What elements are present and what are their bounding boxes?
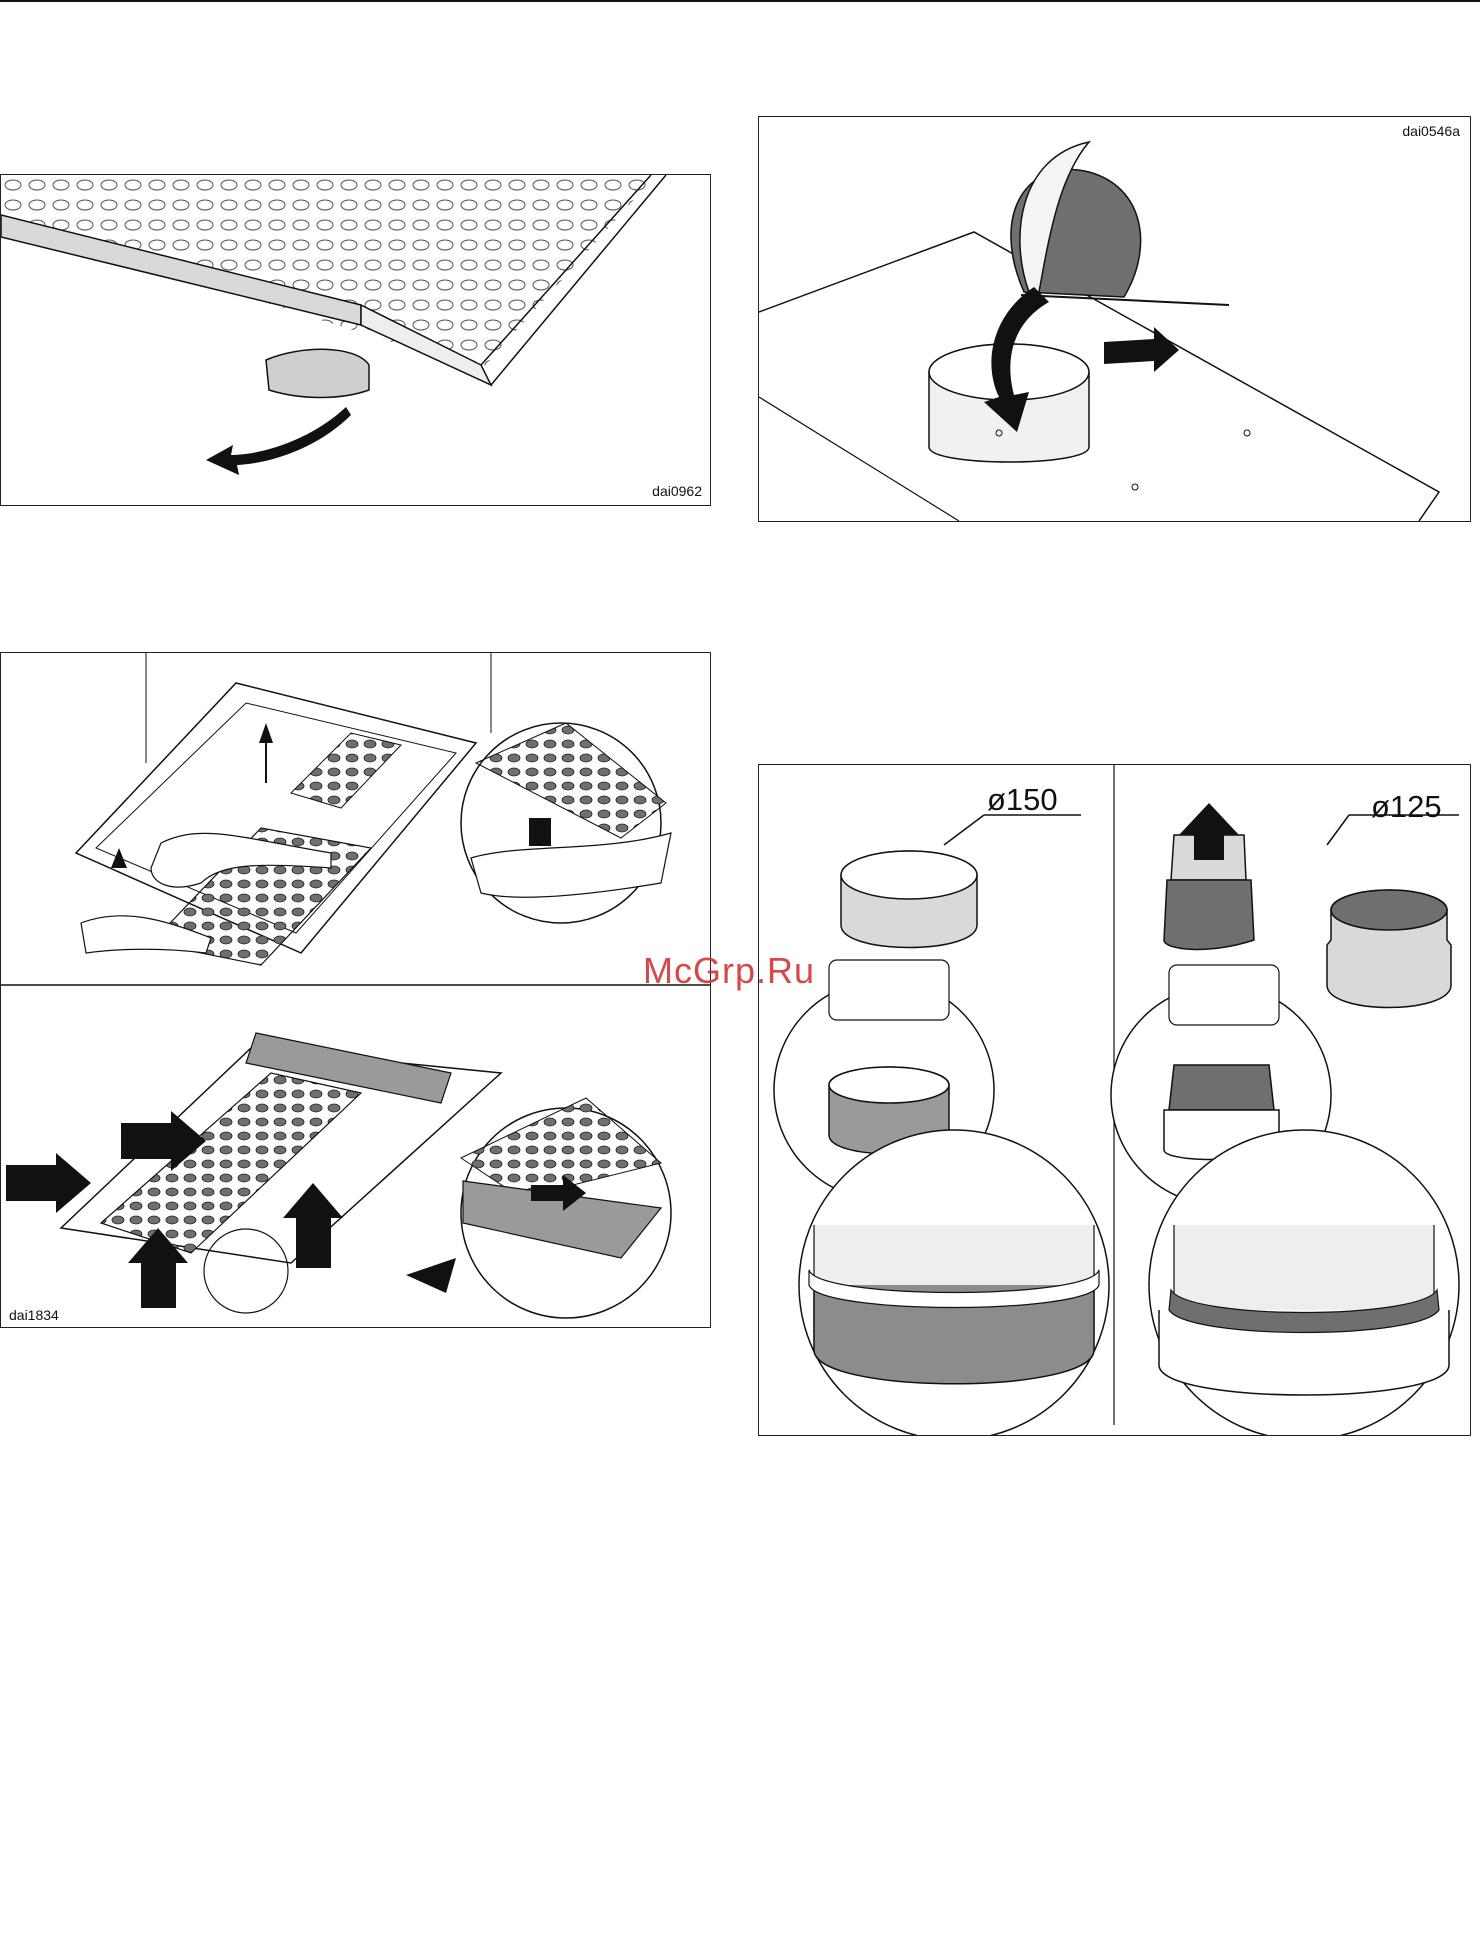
figure-code: dai1834 [9,1307,59,1323]
diameter-label-125: ø125 [1371,789,1442,825]
hand-grip-icon [266,349,369,397]
right-arrow-icon [6,1153,91,1213]
figure-code: dai0546a [1402,123,1460,139]
figure-backflow-flap: dai0546a [758,116,1471,522]
up-arrow-icon [111,848,127,868]
page-top-rule [0,0,1480,2]
duct-adapters-illustration [759,765,1470,1435]
watermark: McGrp.Ru [643,950,815,992]
right-arrow-icon [1104,327,1179,372]
figure-filter-insertion: dai1834 [0,652,711,1328]
figure-code: dai0962 [652,483,702,499]
filter-insertion-illustration [1,653,710,1327]
filter-removal-illustration [1,175,710,505]
figure-duct-adapters: ø150 ø125 [758,764,1471,1436]
up-arrow-icon [283,1183,343,1268]
diameter-label-150: ø150 [987,782,1058,818]
backflow-flap-illustration [759,117,1470,521]
up-arrow-icon [259,723,273,743]
curved-arrow-icon [206,407,351,475]
pointer-arrow-icon [406,1258,456,1293]
figure-filter-removal: dai0962 [0,174,711,506]
